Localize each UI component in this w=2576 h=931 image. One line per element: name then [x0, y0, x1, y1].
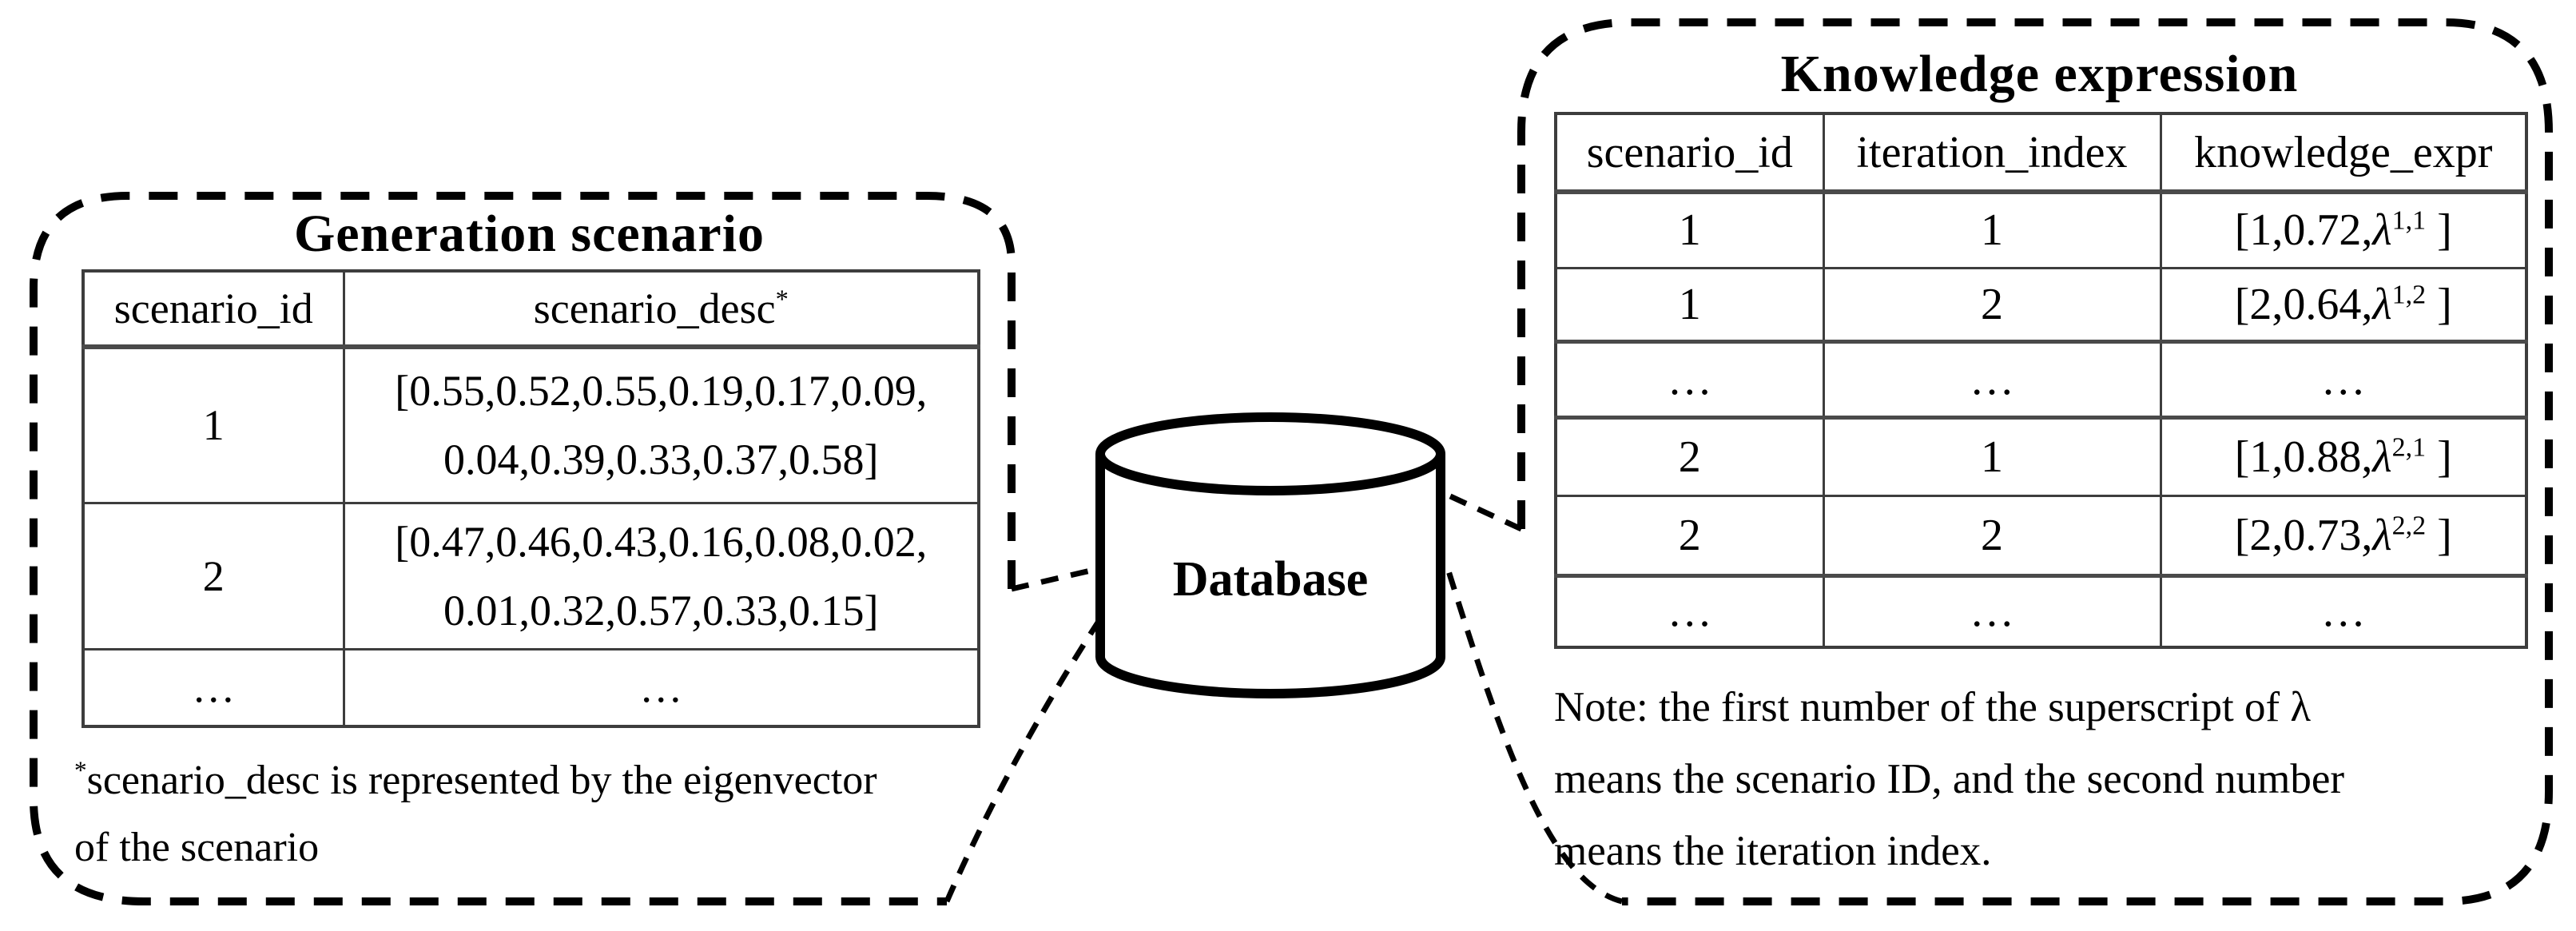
note-line: Note: the first number of the superscrip…	[1554, 684, 2312, 730]
table-row: … … …	[1554, 574, 2528, 649]
vector-line: [0.55,0.52,0.55,0.19,0.17,0.09,	[395, 367, 928, 416]
cell-scenario-id: …	[1554, 340, 1825, 420]
table-row: 2 1 [1,0.88,λ2,1 ]	[1554, 416, 2528, 497]
vector-line: 0.04,0.39,0.33,0.37,0.58]	[443, 436, 879, 484]
table-row: 1 2 [2,0.64,λ1,2 ]	[1554, 266, 2528, 344]
cell-knowledge-expr: [2,0.64,λ1,2 ]	[2159, 266, 2528, 344]
column-header-label: scenario_id	[113, 284, 313, 332]
lambda-superscript: 2,1	[2391, 432, 2427, 462]
cell-iteration-index: 1	[1822, 416, 2162, 497]
expr-text: ]	[2426, 279, 2452, 329]
cell-scenario-desc: …	[342, 647, 980, 728]
footnote-text: scenario_desc is represented by the eige…	[86, 758, 877, 803]
scenario-desc-footnote: *scenario_desc is represented by the eig…	[74, 747, 877, 881]
column-header-label: scenario_desc	[533, 284, 776, 332]
left-bubble-tail-top	[1011, 564, 1105, 592]
database-icon	[1095, 412, 1445, 698]
expr-text: [2,0.64,	[2234, 279, 2373, 329]
cell-scenario-desc: [0.47,0.46,0.43,0.16,0.08,0.02, 0.01,0.3…	[342, 501, 980, 651]
cell-iteration-index: …	[1822, 574, 2162, 649]
table-row: 2 2 [2,0.73,λ2,2 ]	[1554, 494, 2528, 578]
cell-scenario-id: …	[81, 647, 345, 728]
note-line: means the scenario ID, and the second nu…	[1554, 756, 2344, 802]
cell-knowledge-expr: [1,0.88,λ2,1 ]	[2159, 416, 2528, 497]
cell-iteration-index: …	[1822, 340, 2162, 420]
lambda-symbol: λ	[2372, 432, 2392, 482]
superscript-note: Note: the first number of the superscrip…	[1554, 671, 2344, 887]
lambda-superscript: 2,2	[2391, 510, 2427, 540]
cell-iteration-index: 2	[1822, 494, 2162, 578]
cell-scenario-id: 2	[81, 501, 345, 651]
expr-text: [1,0.88,	[2234, 432, 2373, 482]
generation-scenario-table: scenario_id scenario_desc* 1 [0.55,0.52,…	[81, 269, 980, 728]
note-line: means the iteration index.	[1554, 828, 1992, 874]
lambda-symbol: λ	[2372, 279, 2392, 329]
cell-knowledge-expr: …	[2159, 574, 2528, 649]
knowledge-expression-title: Knowledge expression	[1780, 45, 2299, 103]
lambda-symbol: λ	[2372, 510, 2392, 560]
expr-text: [2,0.73,	[2234, 510, 2373, 560]
lambda-superscript: 1,1	[2391, 205, 2427, 236]
column-header-iteration-index: iteration_index	[1822, 112, 2162, 194]
vector-line: [0.47,0.46,0.43,0.16,0.08,0.02,	[395, 517, 928, 566]
database-label: Database	[1172, 552, 1369, 607]
table-header-row: scenario_id scenario_desc*	[81, 269, 980, 349]
expr-text: [1,0.72,	[2234, 205, 2373, 256]
expr-text: ]	[2426, 205, 2452, 256]
expr-text: ]	[2426, 510, 2452, 560]
expr-text: …	[2320, 354, 2366, 404]
footnote-marker: *	[74, 756, 87, 785]
cell-scenario-id: …	[1554, 574, 1825, 649]
cell-knowledge-expr: …	[2159, 340, 2528, 420]
footnote-line: *scenario_desc is represented by the eig…	[74, 747, 877, 814]
lambda-symbol: λ	[2372, 205, 2392, 256]
knowledge-expression-table: scenario_id iteration_index knowledge_ex…	[1554, 112, 2528, 649]
vector-line: 0.01,0.32,0.57,0.33,0.15]	[443, 586, 879, 635]
expr-text: …	[2320, 587, 2366, 637]
lambda-superscript: 1,2	[2391, 279, 2427, 309]
column-header-scenario-desc: scenario_desc*	[342, 269, 980, 349]
cell-iteration-index: 1	[1822, 190, 2162, 269]
table-row: … … …	[1554, 340, 2528, 420]
cell-scenario-id: 2	[1554, 416, 1825, 497]
generation-scenario-title: Generation scenario	[293, 205, 765, 263]
cell-scenario-id: 1	[1554, 266, 1825, 344]
table-row: 1 1 [1,0.72,λ1,1 ]	[1554, 190, 2528, 269]
right-bubble-outline	[1517, 18, 2553, 905]
cell-scenario-desc: [0.55,0.52,0.55,0.19,0.17,0.09, 0.04,0.3…	[342, 345, 980, 504]
table-row: 2 [0.47,0.46,0.43,0.16,0.08,0.02, 0.01,0…	[81, 501, 980, 651]
vector-line: …	[639, 663, 683, 712]
right-bubble-tail-bottom	[1443, 562, 1623, 905]
expr-text: ]	[2426, 432, 2452, 482]
left-bubble-outline	[30, 192, 1016, 905]
column-header-scenario-id: scenario_id	[81, 269, 345, 349]
footnote-marker: *	[775, 285, 789, 314]
column-header-scenario-id: scenario_id	[1554, 112, 1825, 194]
right-bubble-tail-top	[1437, 487, 1523, 532]
footnote-line: of the scenario	[74, 825, 320, 870]
column-header-knowledge-expr: knowledge_expr	[2159, 112, 2528, 194]
cell-knowledge-expr: [1,0.72,λ1,1 ]	[2159, 190, 2528, 269]
left-bubble-tail-bottom	[944, 607, 1109, 903]
cell-scenario-id: 1	[1554, 190, 1825, 269]
table-row: 1 [0.55,0.52,0.55,0.19,0.17,0.09, 0.04,0…	[81, 345, 980, 504]
table-row: … …	[81, 647, 980, 728]
cell-iteration-index: 2	[1822, 266, 2162, 344]
table-header-row: scenario_id iteration_index knowledge_ex…	[1554, 112, 2528, 194]
cell-scenario-id: 1	[81, 345, 345, 504]
cell-knowledge-expr: [2,0.73,λ2,2 ]	[2159, 494, 2528, 578]
cell-scenario-id: 2	[1554, 494, 1825, 578]
